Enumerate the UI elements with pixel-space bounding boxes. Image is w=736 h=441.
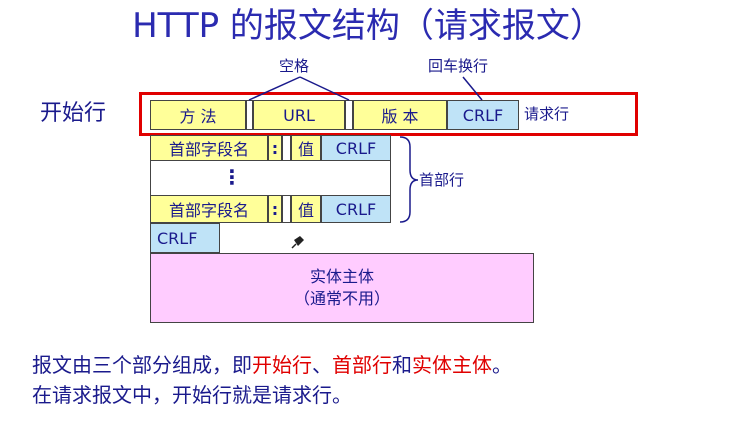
highlight-entity-body: 实体主体	[412, 353, 492, 377]
highlight-start-line: 开始行	[252, 353, 312, 377]
request-line-label: 请求行	[524, 105, 570, 123]
space-separator	[282, 135, 291, 161]
entity-body-label: 实体主体	[309, 267, 374, 286]
space-separator	[282, 195, 291, 223]
entity-body-note: （通常不用）	[293, 289, 390, 308]
entity-body-box: 实体主体 （通常不用）	[150, 253, 534, 323]
header-field-name: 首部字段名	[150, 195, 268, 223]
header-field-name: 首部字段名	[150, 135, 268, 161]
space-separator	[345, 100, 353, 130]
version-field: 版 本	[353, 100, 447, 130]
header-colon: :	[268, 195, 282, 223]
header-value: 值	[291, 195, 321, 223]
ellipsis: ⋮	[222, 165, 242, 189]
page-title: HTTP 的报文结构（请求报文）	[132, 6, 604, 46]
description-line-1: 报文由三个部分组成，即开始行、首部行和实体主体。	[32, 353, 512, 377]
header-crlf: CRLF	[321, 195, 391, 223]
crlf-annotation-label: 回车换行	[428, 57, 489, 75]
url-field: URL	[253, 100, 345, 130]
header-lines-label: 首部行	[419, 171, 465, 189]
start-line-crlf: CRLF	[447, 100, 519, 130]
highlight-header-lines: 首部行	[332, 353, 392, 377]
header-colon: :	[268, 135, 282, 161]
start-line-label: 开始行	[40, 101, 107, 126]
description-line-2: 在请求报文中，开始行就是请求行。	[32, 383, 352, 407]
request-line-highlight	[139, 92, 638, 136]
method-field: 方 法	[150, 100, 246, 130]
empty-line-crlf: CRLF	[150, 223, 220, 253]
header-crlf: CRLF	[321, 135, 391, 161]
space-label: 空格	[279, 57, 310, 75]
header-value: 值	[291, 135, 321, 161]
